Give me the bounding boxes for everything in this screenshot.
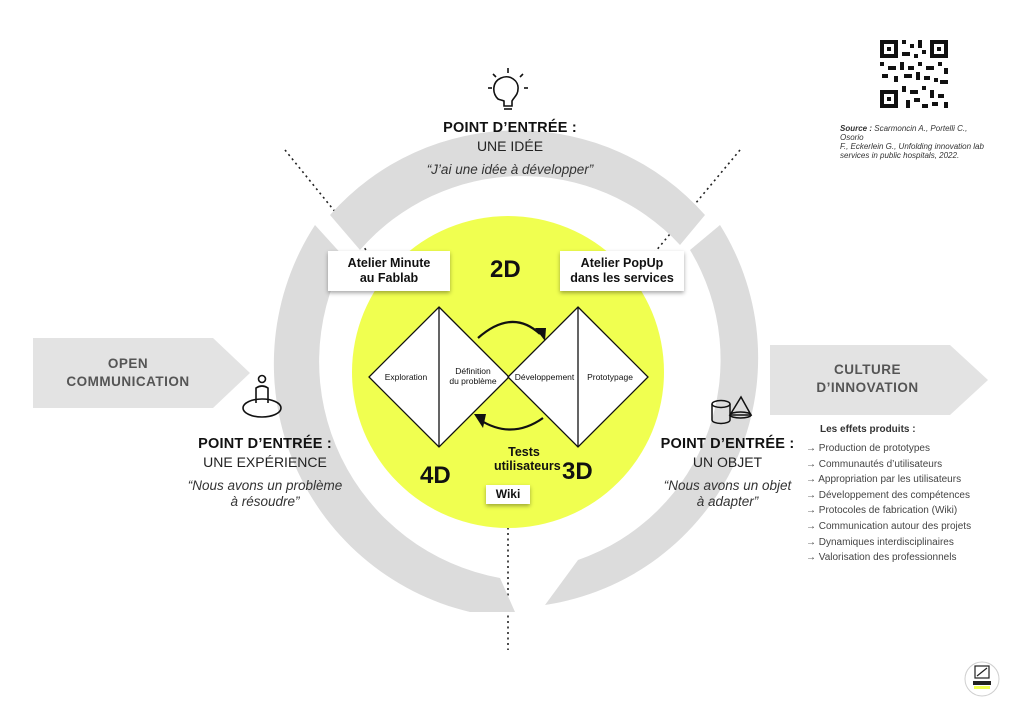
fablab-logo-icon <box>964 661 1000 697</box>
box-tests-line1: Tests <box>508 445 540 459</box>
effect-item: → Dynamiques interdisciplinaires <box>806 536 954 548</box>
box-tests-line2: utilisateurs <box>494 459 561 473</box>
diamond-text-definition: Définition du problème <box>440 366 506 386</box>
entry-left: POINT D’ENTRÉE : UNE EXPÉRIENCE “Nous av… <box>175 436 355 510</box>
dotted-divider-top-left <box>284 149 393 283</box>
entry-top-title: POINT D’ENTRÉE : <box>443 120 577 136</box>
effect-item: → Production de prototypes <box>806 443 930 454</box>
box-tests-utilisateurs: Tests utilisateurs <box>488 443 561 475</box>
source-citation: Source : Scarmoncin A., Portelli C., Oso… <box>840 124 990 160</box>
dimension-2d: 2D <box>490 256 521 283</box>
diamond-text-definition-line2: du problème <box>449 376 497 386</box>
entry-left-title: POINT D’ENTRÉE : <box>198 436 332 452</box>
effects-list: → Production de prototypes → Communautés… <box>806 441 1006 566</box>
entry-right-quote-line2: à adapter” <box>696 494 759 509</box>
box-atelier-minute-line2: au Fablab <box>359 271 419 285</box>
entry-right: POINT D’ENTRÉE : UN OBJET “Nous avons un… <box>640 436 815 510</box>
arrow-open-communication <box>33 338 250 408</box>
diamond-text-exploration: Exploration <box>384 372 428 382</box>
entry-top-quote: “J’ai une idée à développer” <box>426 162 594 177</box>
diamond-text-definition-line1: Définition <box>455 366 491 376</box>
entry-right-subtitle: UN OBJET <box>692 454 763 470</box>
entry-right-quote-line1: “Nous avons un objet <box>663 478 792 493</box>
box-wiki: Wiki <box>486 485 530 504</box>
curved-arrow-back <box>479 417 544 431</box>
qr-code-icon <box>880 40 948 108</box>
source-label: Source : <box>840 124 873 133</box>
arrow-label-open-communication: OPEN COMMUNICATION <box>38 355 218 391</box>
dimension-3d: 3D <box>562 458 593 485</box>
effect-item: → Communautés d’utilisateurs <box>806 458 943 470</box>
arrowhead-back-icon <box>474 414 486 428</box>
arrowhead-forward-icon <box>535 328 546 341</box>
box-atelier-popup-line1: Atelier PopUp <box>580 256 664 270</box>
ring-arc-left <box>273 225 515 612</box>
arrow-label-right-line1: CULTURE <box>834 362 901 377</box>
box-atelier-minute-line1: Atelier Minute <box>347 256 431 270</box>
source-line2: F., Eckerlein G., Unfolding innovation l… <box>840 142 984 151</box>
curved-arrow-forward <box>477 320 541 339</box>
entry-left-quote-line1: “Nous avons un problème <box>187 478 343 493</box>
effects-title: Les effets produits : <box>820 424 916 435</box>
entry-right-title: POINT D’ENTRÉE : <box>660 436 795 452</box>
effect-item: → Valorisation des professionnels <box>806 552 957 564</box>
effect-item: → Communication autour des projets <box>806 520 972 532</box>
double-diamond <box>368 306 649 448</box>
effect-item: → Appropriation par les utilisateurs <box>806 474 962 486</box>
entry-right-quote: “Nous avons un objet à adapter” <box>640 478 815 510</box>
source-text-line1: Scarmoncin A., Portelli C., Osorio <box>840 124 968 142</box>
entry-left-quote-line2: à résoudre” <box>230 494 300 509</box>
entry-left-quote: “Nous avons un problème à résoudre” <box>175 478 355 510</box>
dimension-4d: 4D <box>420 462 451 489</box>
entry-top: POINT D’ENTRÉE : UNE IDÉE “J’ai une idée… <box>390 120 630 178</box>
lightbulb-icon <box>488 68 528 110</box>
source-line3: services in public hospitals, 2022. <box>840 151 960 160</box>
arrow-label-right-line2: D’INNOVATION <box>816 380 919 395</box>
diamond-text-developpement: Développement <box>514 372 575 382</box>
entry-top-subtitle: UNE IDÉE <box>476 138 544 154</box>
cycle-ring <box>273 130 759 612</box>
yellow-core-circle <box>352 216 664 528</box>
person-icon <box>242 374 282 418</box>
object-shapes-icon <box>711 395 753 425</box>
arrow-label-culture-innovation: CULTURE D’INNOVATION <box>775 361 960 397</box>
effects-panel: Les effets produits : → Production de pr… <box>806 424 1006 566</box>
diamond-text-prototypage: Prototypage <box>587 372 633 382</box>
entry-left-subtitle: UNE EXPÉRIENCE <box>203 454 327 470</box>
arrow-label-left-line2: COMMUNICATION <box>66 374 190 389</box>
effect-item: → Développement des compétences <box>806 489 970 501</box>
arrow-culture-innovation <box>770 345 988 415</box>
box-atelier-popup-line2: dans les services <box>570 271 674 285</box>
ring-arc-right <box>545 225 759 605</box>
source-line1: Source : Scarmoncin A., Portelli C., Oso… <box>840 124 990 142</box>
effect-item: → Protocoles de fabrication (Wiki) <box>806 505 958 517</box>
box-atelier-popup: Atelier PopUp dans les services <box>560 251 684 291</box>
arrow-label-left-line1: OPEN <box>107 356 149 371</box>
box-atelier-minute: Atelier Minute au Fablab <box>328 251 450 291</box>
ring-arc-top <box>330 130 705 250</box>
